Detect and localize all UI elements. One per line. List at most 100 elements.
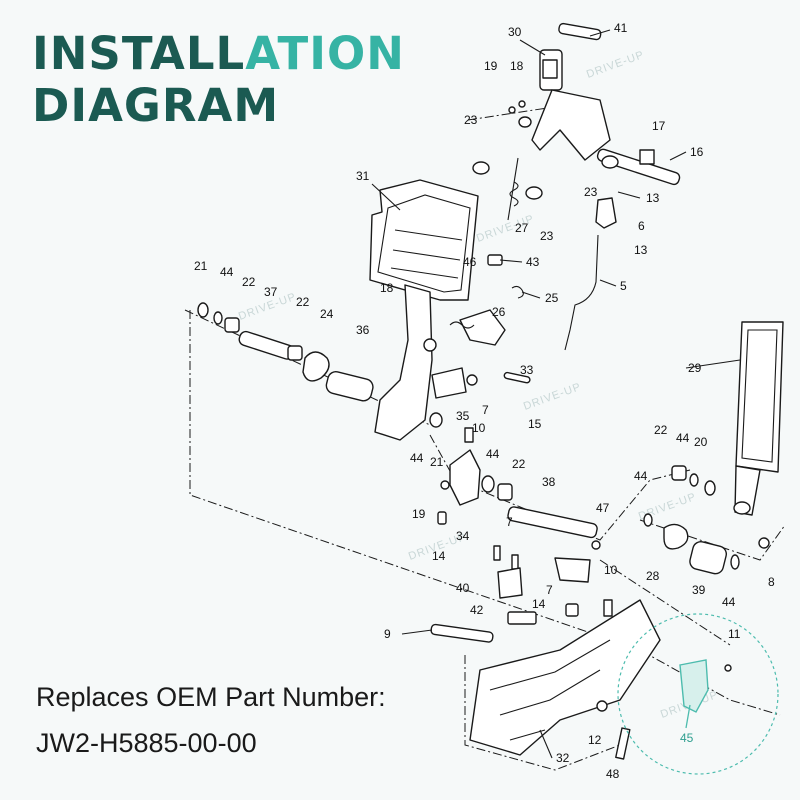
bolt-11 bbox=[724, 664, 732, 672]
title-line-2: DIAGRAM bbox=[32, 79, 280, 132]
spring-rod bbox=[507, 157, 519, 221]
washer-23 bbox=[525, 186, 543, 200]
title-line-1: INSTALLATION bbox=[32, 28, 405, 80]
base-frame bbox=[469, 599, 661, 756]
title-line-1-accent: ATION bbox=[245, 27, 405, 80]
leader-5 bbox=[599, 279, 617, 287]
leader-31 bbox=[371, 183, 401, 211]
callout-21: 21 bbox=[430, 455, 444, 469]
oem-part-number: JW2-H5885-00-00 bbox=[36, 728, 257, 758]
leader-30 bbox=[519, 39, 546, 56]
detail-circle bbox=[617, 613, 779, 775]
callout-38: 38 bbox=[542, 475, 556, 489]
clip-19 bbox=[440, 480, 450, 490]
callout-39: 39 bbox=[692, 583, 706, 597]
callout-5: 5 bbox=[620, 279, 627, 293]
washer-23 bbox=[472, 161, 490, 175]
callout-22: 22 bbox=[512, 457, 526, 471]
washer-44 bbox=[643, 513, 653, 527]
bushing-22 bbox=[287, 345, 303, 361]
washer-21 bbox=[197, 302, 209, 318]
callout-47: 47 bbox=[596, 501, 610, 515]
assembly-line bbox=[189, 310, 781, 716]
shaft-37 bbox=[238, 330, 295, 360]
pin-41 bbox=[558, 22, 602, 41]
callout-26: 26 bbox=[492, 305, 506, 319]
clip-19 bbox=[508, 106, 516, 114]
bolt-10 bbox=[603, 599, 613, 617]
pedal-arm bbox=[374, 284, 433, 441]
rod-5 bbox=[564, 234, 599, 351]
pin-48 bbox=[615, 727, 631, 760]
bolt-7 bbox=[493, 545, 501, 561]
bolt-10 bbox=[464, 427, 474, 443]
bracket-40 bbox=[497, 567, 523, 599]
spring-27 bbox=[509, 181, 519, 207]
callout-44: 44 bbox=[220, 265, 234, 279]
pin-47 bbox=[591, 540, 601, 550]
pin-15 bbox=[503, 371, 531, 384]
callout-10: 10 bbox=[604, 563, 618, 577]
callout-22: 22 bbox=[242, 275, 256, 289]
callout-7: 7 bbox=[506, 515, 513, 529]
callout-44: 44 bbox=[676, 431, 690, 445]
linkage-parts bbox=[449, 157, 599, 351]
watermark: DRIVE-UP bbox=[585, 49, 646, 81]
callout-10: 10 bbox=[472, 421, 486, 435]
callout-19: 19 bbox=[412, 507, 426, 521]
callout-7: 7 bbox=[546, 583, 553, 597]
washer-23 bbox=[601, 155, 619, 169]
callout-41: 41 bbox=[614, 21, 628, 35]
link-35 bbox=[431, 367, 467, 399]
washer-21 bbox=[429, 412, 443, 428]
pedal-pad-grid bbox=[377, 194, 471, 293]
callout-23: 23 bbox=[464, 113, 478, 127]
callout-21: 21 bbox=[194, 259, 208, 273]
spring-25 bbox=[511, 285, 524, 299]
leader-41 bbox=[589, 29, 611, 37]
top-bracket-assembly bbox=[508, 22, 681, 229]
bushing bbox=[518, 116, 532, 128]
callout-15: 15 bbox=[528, 417, 542, 431]
page-title: INSTALLATION DIAGRAM bbox=[32, 28, 405, 132]
washer-44 bbox=[730, 554, 740, 570]
small-brackets bbox=[493, 545, 613, 625]
callout-22: 22 bbox=[296, 295, 310, 309]
callout-37: 37 bbox=[264, 285, 278, 299]
callout-44: 44 bbox=[410, 451, 424, 465]
assembly-line bbox=[464, 655, 621, 771]
bracket-33 bbox=[459, 309, 506, 346]
part-45-highlight bbox=[679, 659, 709, 713]
leader-16 bbox=[669, 151, 687, 161]
brake-pedal-31 bbox=[369, 179, 479, 441]
watermark: DRIVE-UP bbox=[522, 381, 583, 413]
bracket-34 bbox=[449, 449, 481, 506]
sleeve-39 bbox=[689, 540, 727, 575]
spring-28 bbox=[663, 523, 689, 550]
pedal-pivot bbox=[423, 338, 437, 352]
clip-18 bbox=[518, 100, 526, 108]
assembly-line bbox=[467, 99, 601, 121]
plate-7 bbox=[554, 557, 591, 583]
washer-20 bbox=[704, 480, 716, 496]
bushing-22 bbox=[224, 317, 240, 333]
callout-17: 17 bbox=[652, 119, 666, 133]
callout-25: 25 bbox=[545, 291, 559, 305]
pedal-hub bbox=[733, 501, 751, 515]
bracket-frame bbox=[531, 89, 611, 161]
assembly-line bbox=[599, 559, 731, 646]
part-45-leader bbox=[685, 704, 691, 729]
pedal-pad bbox=[735, 321, 784, 473]
bushing-43 bbox=[487, 254, 503, 266]
clevis-6 bbox=[595, 197, 617, 229]
callout-23: 23 bbox=[584, 185, 598, 199]
callout-42: 42 bbox=[470, 603, 484, 617]
shaft-38 bbox=[507, 506, 601, 550]
collar-17 bbox=[639, 149, 655, 165]
callout-28: 28 bbox=[646, 569, 660, 583]
bolt-7 bbox=[466, 374, 478, 386]
callout-27: 27 bbox=[515, 221, 529, 235]
callout-22: 22 bbox=[654, 423, 668, 437]
callout-6: 6 bbox=[638, 219, 645, 233]
